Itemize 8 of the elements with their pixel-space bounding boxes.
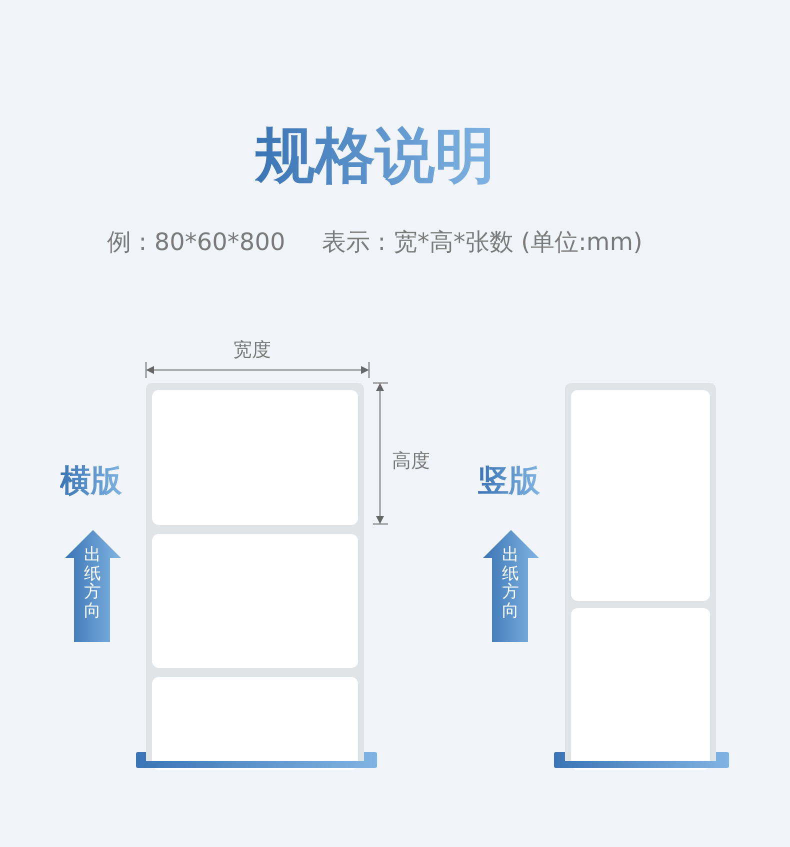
- arrow-label: 出纸方向: [84, 546, 101, 621]
- direction-arrow-box: [483, 530, 539, 643]
- description-text: 表示 : 宽*高*张数 (单位:mm): [322, 227, 643, 258]
- dimension-label: 宽度: [233, 338, 271, 363]
- direction-arrow-box: [65, 530, 121, 643]
- arrow-label: 出纸方向: [502, 546, 519, 621]
- example-text: 例 : 80*60*800: [107, 227, 286, 258]
- dimension-label: 高度: [392, 449, 430, 474]
